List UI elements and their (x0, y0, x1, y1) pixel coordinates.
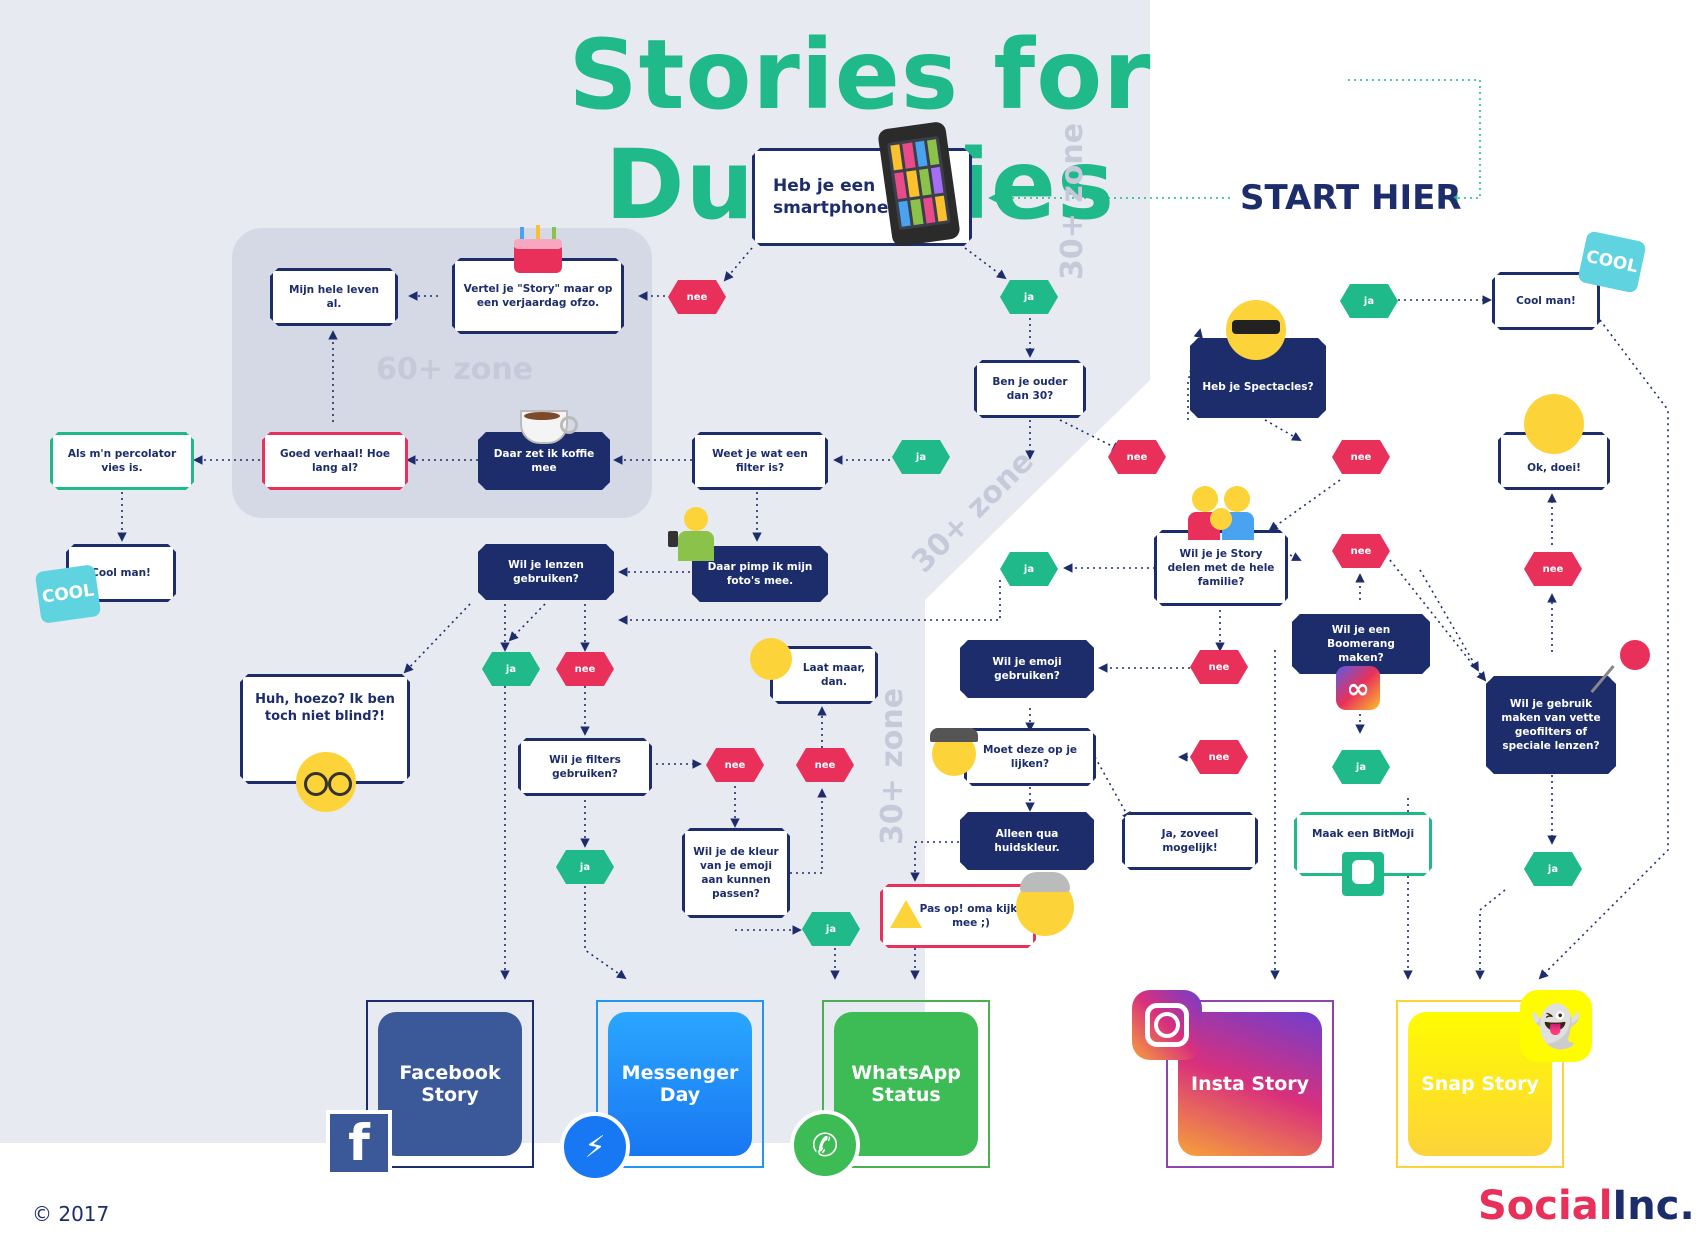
bitmoji-icon (1342, 852, 1384, 896)
pill-nee-familie: nee (1190, 650, 1248, 684)
whatsapp-icon: ✆ (790, 1110, 860, 1180)
node-verjaardag[interactable]: Vertel je "Story" maar op een verjaardag… (452, 258, 624, 334)
warning-icon (890, 900, 922, 928)
whatsapp-status-label: WhatsApp Status (834, 1012, 978, 1156)
selfie-person-icon (668, 505, 718, 567)
pill-nee-spectacles: nee (1332, 440, 1390, 474)
node-kleur-emoji[interactable]: Wil je de kleur van je emoji aan kunnen … (682, 828, 790, 918)
pill-ja-kleur: ja (802, 912, 860, 946)
boomerang-icon: ∞ (1336, 666, 1380, 710)
node-goed-verhaal[interactable]: Goed verhaal! Hoe lang al? (262, 432, 408, 490)
cool-badge-left: COOL (34, 564, 102, 624)
node-bitmoji[interactable]: Maak een BitMoji (1294, 812, 1432, 876)
node-ouder30[interactable]: Ben je ouder dan 30? (974, 360, 1086, 418)
pill-nee-geofilters: nee (1524, 552, 1582, 586)
start-label: START HIER (1240, 178, 1462, 218)
node-huidskleur[interactable]: Alleen qua huidskleur. (960, 812, 1094, 870)
node-emoji-gebruiken[interactable]: Wil je emoji gebruiken? (960, 640, 1094, 698)
pill-nee-moet-lijken: nee (1190, 740, 1248, 774)
pill-ja-smartphone: ja (1000, 280, 1058, 314)
node-oma[interactable]: Pas op! oma kijkt mee ;) (880, 884, 1036, 948)
pill-nee-smartphone: nee (668, 280, 726, 314)
pill-ja-spectacles: ja (1340, 284, 1398, 318)
pill-ja-lenzen: ja (482, 652, 540, 686)
instagram-icon (1132, 990, 1202, 1060)
zone-label-30-bottom: 30+ zone (875, 687, 910, 845)
zone-label-30-top: 30+ zone (1055, 122, 1090, 280)
node-familie[interactable]: Wil je je Story delen met de hele famili… (1154, 530, 1288, 606)
facebook-icon: f (326, 1110, 392, 1176)
node-pimp[interactable]: Daar pimp ik mijn foto's mee. (692, 546, 828, 602)
pill-ja-geofilters: ja (1524, 852, 1582, 886)
pill-nee-filters: nee (706, 748, 764, 782)
messenger-icon: ⚡ (560, 1112, 630, 1182)
messenger-day-label: Messenger Day (608, 1012, 752, 1156)
detective-face-icon (930, 728, 978, 776)
pill-ja-boomerang: ja (1332, 750, 1390, 784)
birthday-cake-icon (510, 225, 566, 275)
pill-ja-filters: ja (556, 850, 614, 884)
grandma-face-icon (1016, 872, 1074, 936)
pill-ja-familie: ja (1000, 552, 1058, 586)
disappointed-face-icon (750, 638, 792, 680)
pill-nee-lenzen: nee (556, 652, 614, 686)
brand-social: Social (1478, 1183, 1613, 1229)
pill-nee-ouder30: nee (1108, 440, 1166, 474)
pin-icon (1620, 640, 1650, 670)
coffee-icon (516, 402, 578, 444)
pill-nee-boomerang-top: nee (1332, 534, 1390, 568)
node-zoveel[interactable]: Ja, zoveel mogelijk! (1122, 812, 1258, 870)
node-filter[interactable]: Weet je wat een filter is? (692, 432, 828, 490)
copyright: © 2017 (32, 1202, 110, 1226)
laughing-face-icon (1524, 394, 1584, 454)
app-whatsapp[interactable]: WhatsApp Status (822, 1000, 990, 1168)
node-leven[interactable]: Mijn hele leven al. (270, 268, 398, 326)
pill-ja-ouder30: ja (892, 440, 950, 474)
app-insta[interactable]: Insta Story (1166, 1000, 1334, 1168)
facebook-story-label: Facebook Story (378, 1012, 522, 1156)
zone-label-60: 60+ zone (376, 352, 534, 387)
app-messenger[interactable]: Messenger Day (596, 1000, 764, 1168)
sunglasses-face-icon (1226, 300, 1286, 360)
snapchat-icon: 👻 (1520, 990, 1592, 1062)
node-lenzen[interactable]: Wil je lenzen gebruiken? (478, 544, 614, 600)
brand-logo: SocialInc. (1478, 1183, 1695, 1229)
insta-story-label: Insta Story (1178, 1012, 1322, 1156)
node-moet-lijken[interactable]: Moet deze op je lijken? (964, 728, 1096, 786)
node-geofilters[interactable]: Wil je gebruik maken van vette geofilter… (1486, 676, 1616, 774)
node-boomerang[interactable]: Wil je een Boomerang maken? (1292, 614, 1430, 674)
node-filters-gebruiken[interactable]: Wil je filters gebruiken? (518, 738, 652, 796)
page-title: Stories for Dummies (568, 19, 1152, 240)
node-percolator[interactable]: Als m'n percolator vies is. (50, 432, 194, 490)
pill-nee-kleur: nee (796, 748, 854, 782)
family-icon (1188, 484, 1256, 542)
app-facebook[interactable]: Facebook Story (366, 1000, 534, 1168)
brand-inc: Inc. (1612, 1183, 1695, 1229)
nerd-face-icon (296, 752, 356, 812)
